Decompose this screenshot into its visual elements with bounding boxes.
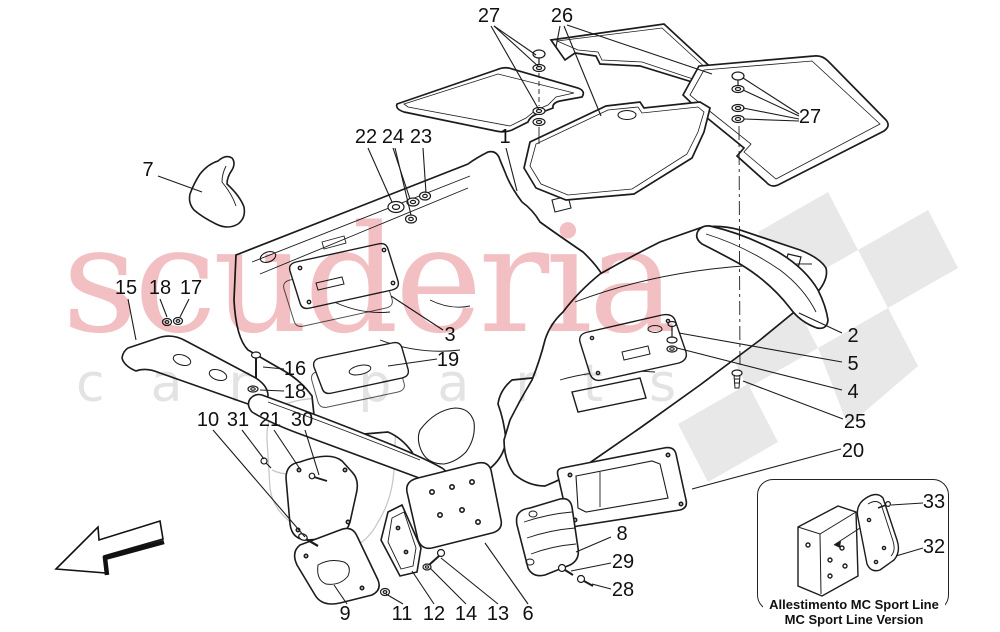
leader-line-26 [563, 25, 602, 117]
leader-line-11 [385, 593, 404, 605]
callout-23: 23 [409, 126, 433, 148]
callout-16: 16 [283, 358, 307, 380]
leader-line-30 [304, 429, 320, 476]
leader-line-27 [742, 77, 800, 115]
leader-line-17 [179, 298, 190, 318]
leader-line-21 [273, 429, 301, 470]
carpet-frame-20 [556, 446, 688, 528]
leader-line-25 [742, 380, 844, 420]
leader-line-31 [241, 429, 265, 460]
callout-18: 18 [148, 277, 172, 299]
leader-line-8 [575, 536, 612, 553]
callout-15: 15 [114, 277, 138, 299]
callout-27: 27 [798, 106, 822, 128]
leader-lines [127, 24, 924, 605]
sport-line-caption-line1: Allestimento MC Sport Line [769, 597, 939, 612]
callout-19: 19 [436, 349, 460, 371]
leader-line-20 [691, 448, 842, 490]
leader-line-33 [890, 502, 924, 506]
leader-line-27 [743, 118, 800, 122]
leader-line-4 [676, 347, 843, 391]
pillar-trim-7 [188, 155, 246, 228]
callout-30: 30 [290, 409, 314, 431]
leader-line-26 [566, 24, 713, 75]
callout-6: 6 [522, 603, 534, 625]
leader-line-18 [159, 298, 168, 318]
leader-line-14 [429, 567, 467, 605]
leader-line-27 [493, 25, 540, 68]
callout-33: 33 [922, 491, 946, 513]
leader-line-24 [394, 147, 412, 216]
callout-9: 9 [339, 603, 351, 625]
leader-line-22 [367, 147, 393, 203]
callout-24: 24 [381, 126, 405, 148]
leader-line-7 [157, 175, 203, 193]
leader-line-9 [333, 584, 348, 605]
callout-20: 20 [841, 440, 865, 462]
leader-line-5 [678, 332, 843, 363]
callout-25: 25 [843, 411, 867, 433]
callout-31: 31 [226, 409, 250, 431]
callout-1: 1 [499, 126, 511, 148]
leader-line-23 [422, 147, 427, 194]
sill-trim [695, 225, 829, 330]
callout-12: 12 [422, 603, 446, 625]
sport-line-caption-line2: MC Sport Line Version [784, 612, 924, 627]
fasteners [161, 49, 891, 597]
callout-14: 14 [454, 603, 478, 625]
sport-line-bracket-art [797, 493, 900, 597]
callout-28: 28 [611, 579, 635, 601]
leader-line-13 [440, 557, 499, 605]
leader-line-26 [555, 25, 561, 48]
callout-21: 21 [258, 409, 282, 431]
leader-line-27 [742, 107, 800, 120]
callout-22: 22 [354, 126, 378, 148]
callout-5: 5 [847, 353, 859, 375]
leader-line-6 [484, 542, 529, 605]
leader-line-3 [390, 295, 444, 331]
underlay-panel-19 [311, 341, 410, 408]
leader-line-32 [895, 547, 924, 557]
leader-line-18 [259, 389, 285, 392]
leader-line-16 [262, 366, 285, 370]
callout-26: 26 [550, 5, 574, 27]
leader-line-10 [212, 429, 306, 538]
leader-line-28 [591, 583, 612, 590]
leader-line-27 [493, 25, 537, 56]
leader-line-19 [387, 358, 438, 367]
leader-line-12 [411, 570, 435, 605]
leader-line-15 [127, 298, 137, 341]
callout-3: 3 [444, 324, 456, 346]
callout-32: 32 [922, 536, 946, 558]
sport-line-caption: Allestimento MC Sport Line MC Sport Line… [763, 597, 945, 627]
callout-7: 7 [142, 159, 154, 181]
rear-carpet-plate [578, 313, 688, 382]
callout-27: 27 [477, 5, 501, 27]
leader-line-2 [798, 312, 843, 334]
leader-line-1 [505, 147, 518, 192]
callout-13: 13 [486, 603, 510, 625]
bottom-brackets [285, 455, 580, 605]
callout-2: 2 [847, 325, 859, 347]
callout-4: 4 [847, 381, 859, 403]
direction-arrow [54, 519, 165, 576]
callout-11: 11 [391, 603, 413, 625]
callout-17: 17 [179, 277, 203, 299]
callout-8: 8 [616, 523, 628, 545]
underlay-panel-3 [283, 242, 400, 327]
callout-10: 10 [196, 409, 220, 431]
leader-line-27 [742, 89, 800, 117]
callout-18: 18 [283, 381, 307, 403]
callout-29: 29 [611, 551, 635, 573]
leader-line-27 [490, 25, 540, 111]
leader-line-29 [570, 562, 612, 572]
